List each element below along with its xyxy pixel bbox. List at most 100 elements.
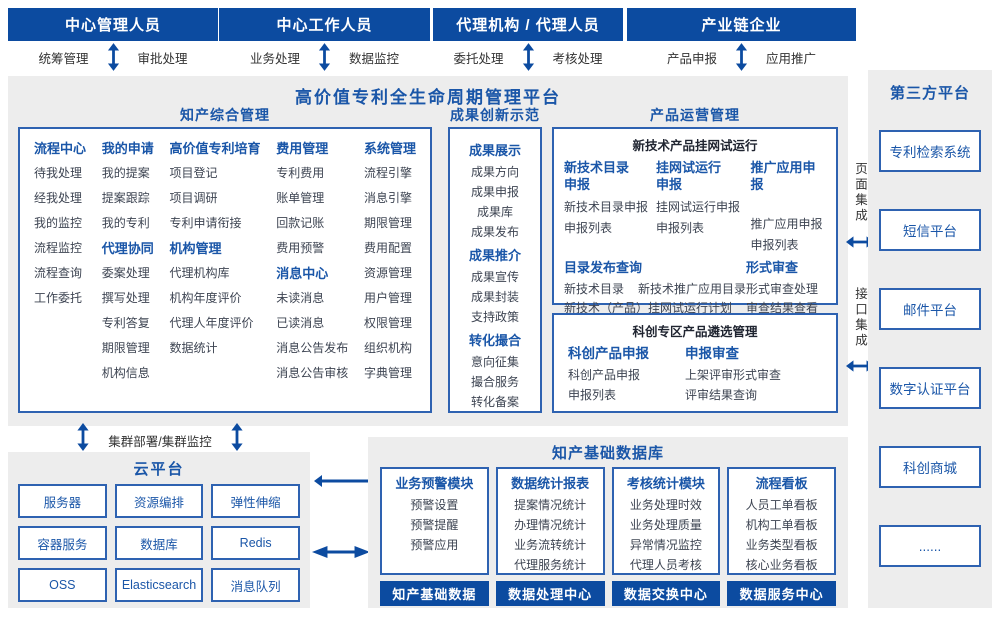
up-down-arrow-icon — [107, 42, 120, 72]
group-title: 转化撮合 — [468, 333, 521, 348]
group-new-tech-catalog-apply: 新技术目录申报 新技术目录申报 申报列表 — [564, 159, 648, 256]
product-ops-header: 产品运营管理 — [650, 107, 740, 123]
group-promotion-apply: 推广应用申报 推广应用申报 申报列表 — [751, 159, 826, 256]
actor-title: 中心管理人员 — [64, 17, 161, 34]
menu-item: 流程引擎 — [363, 166, 412, 180]
menu-item: 业务处理时效 — [629, 498, 702, 512]
actor-bar-center-managers: 中心管理人员 — [8, 8, 218, 41]
module-title: 流程看板 — [755, 476, 808, 491]
actor-roles-agency: 委托处理 考核处理 — [433, 42, 623, 72]
group-title: 高价值专利培育 — [169, 141, 261, 156]
menu-item: 成果发布 — [470, 225, 519, 239]
api-integration-label: 接口集成 — [853, 287, 867, 349]
cloud-item-server: 服务器 — [18, 484, 107, 518]
group-title: 系统管理 — [363, 141, 416, 156]
up-down-arrow-icon — [230, 423, 244, 451]
actor-bar-industry-enterprise: 产业链企业 — [627, 8, 856, 41]
module-title: 业务预警模块 — [395, 476, 474, 491]
actor-role-label: 业务处理 — [249, 51, 300, 66]
up-down-arrow-icon — [76, 423, 90, 451]
cluster-deploy-label: 集群部署/集群监控 — [108, 435, 212, 449]
data-bar-processing-center: 数据处理中心 — [495, 581, 605, 606]
group-title: 申报审查 — [685, 346, 739, 361]
group-title: 机构管理 — [169, 241, 222, 256]
menu-item: 评审结果查询 — [685, 388, 758, 402]
menu-item: 审查结果查看 — [746, 301, 819, 315]
menu-item: 形式审查处理 — [746, 282, 819, 296]
group-sci-product-apply: 科创产品申报 科创产品申报 申报列表 — [568, 343, 649, 405]
menu-item: 业务处理质量 — [629, 518, 702, 532]
left-arrow-icon — [314, 474, 368, 488]
menu-item: 专利费用 — [276, 166, 325, 180]
actor-bar-agency: 代理机构 / 代理人员 — [433, 8, 623, 41]
menu-item: 新技术推广应用目录 — [638, 282, 747, 296]
third-party-item-sci-mall: 科创商城 — [879, 446, 981, 488]
menu-item: 成果方向 — [470, 165, 519, 179]
column-process-center: 流程中心 待我处理 经我处理 我的监控 流程监控 流程查询 工作委托 — [34, 136, 86, 404]
cloud-item-orchestration: 资源编排 — [114, 484, 204, 518]
group-title: 挂网试运行申报 — [656, 160, 722, 192]
menu-item: 待我处理 — [34, 166, 83, 180]
data-bar-ip-base: 知产基础数据 — [380, 581, 489, 606]
menu-item: 我的监控 — [34, 216, 83, 230]
left-right-arrow-icon — [312, 545, 370, 559]
group-catalog-query: 目录发布查询 新技术目录新技术推广应用目录 新技术（产品）挂网试运行计划 — [564, 259, 746, 318]
menu-item: 费用配置 — [363, 241, 412, 255]
menu-item: 科创产品申报 — [568, 368, 641, 382]
menu-item: 账单管理 — [276, 191, 325, 205]
menu-item: 机构信息 — [101, 366, 150, 380]
menu-item: 申报列表 — [656, 221, 705, 235]
actor-roles-center-staff: 业务处理 数据监控 — [219, 42, 430, 72]
data-bar-exchange-center: 数据交换中心 — [611, 581, 721, 606]
up-down-arrow-icon — [522, 42, 535, 72]
cloud-item-container: 容器服务 — [18, 526, 107, 560]
menu-item: 业务类型看板 — [745, 538, 818, 552]
menu-item: 项目登记 — [169, 166, 218, 180]
ip-management-box: 流程中心 待我处理 经我处理 我的监控 流程监控 流程查询 工作委托 我的申请 … — [18, 127, 432, 413]
group-title: 形式审查 — [746, 260, 799, 275]
actor-roles-center-managers: 统筹管理 审批处理 — [8, 42, 218, 72]
actor-role-label: 数据监控 — [349, 51, 400, 66]
group-trial-run-apply: 挂网试运行申报 挂网试运行申报 申报列表 — [656, 159, 743, 256]
column-fee-management: 费用管理 专利费用 账单管理 回款记账 费用预警 消息中心 未读消息 已读消息 … — [276, 136, 348, 404]
menu-item: 成果申报 — [470, 185, 519, 199]
menu-item: 上架评审形式审查 — [685, 368, 782, 382]
third-party-item-more: ...... — [879, 525, 981, 567]
menu-item: 提案跟踪 — [101, 191, 150, 205]
third-party-title: 第三方平台 — [889, 85, 970, 102]
cloud-item-autoscaling: 弹性伸缩 — [211, 484, 300, 518]
menu-item: 机构年度评价 — [169, 291, 242, 305]
actor-title: 代理机构 / 代理人员 — [456, 17, 600, 34]
module-statistics-report: 数据统计报表 提案情况统计 办理情况统计 业务流转统计 代理服务统计 数据处理中… — [495, 467, 605, 606]
module-box: 数据统计报表 提案情况统计 办理情况统计 业务流转统计 代理服务统计 — [495, 467, 605, 575]
menu-item: 委案处理 — [101, 266, 150, 280]
menu-item: 消息公告审核 — [276, 366, 349, 380]
menu-item: 我的提案 — [101, 166, 150, 180]
group-title: 推广应用申报 — [750, 160, 816, 192]
menu-item: 期限管理 — [101, 341, 150, 355]
actor-title: 中心工作人员 — [276, 17, 373, 34]
menu-item: 提案情况统计 — [514, 498, 587, 512]
cloud-item-message-queue: 消息队列 — [211, 568, 300, 602]
menu-item: 申报列表 — [564, 221, 613, 235]
module-box: 流程看板 人员工单看板 机构工单看板 业务类型看板 核心业务看板 — [727, 467, 836, 575]
group-title: 流程中心 — [34, 141, 87, 156]
menu-item: 撮合服务 — [470, 375, 519, 389]
data-platform-title: 知产基础数据库 — [551, 445, 664, 462]
menu-item: 撰写处理 — [101, 291, 150, 305]
actor-role-label: 统筹管理 — [38, 51, 89, 66]
up-down-arrow-icon — [318, 42, 331, 72]
page-integration-label: 页面集成 — [853, 162, 867, 224]
third-party-item-patent-search: 专利检索系统 — [879, 130, 981, 172]
menu-item: 新技术目录申报 — [564, 200, 649, 214]
menu-item: 意向征集 — [470, 355, 519, 369]
group-apply-review: 申报审查 上架评审形式审查 评审结果查询 — [685, 343, 781, 405]
menu-item: 申报列表 — [568, 388, 617, 402]
cloud-item-database: 数据库 — [114, 526, 204, 560]
module-box: 业务预警模块 预警设置 预警提醒 预警应用 — [380, 467, 489, 575]
menu-item: 新技术（产品）挂网试运行计划 — [564, 301, 733, 315]
selection-management-box: 科创专区产品遴选管理 科创产品申报 科创产品申报 申报列表 申报审查 上架评审形… — [552, 313, 838, 413]
menu-item: 代理人年度评价 — [169, 316, 254, 330]
menu-item: 申报列表 — [750, 238, 799, 252]
